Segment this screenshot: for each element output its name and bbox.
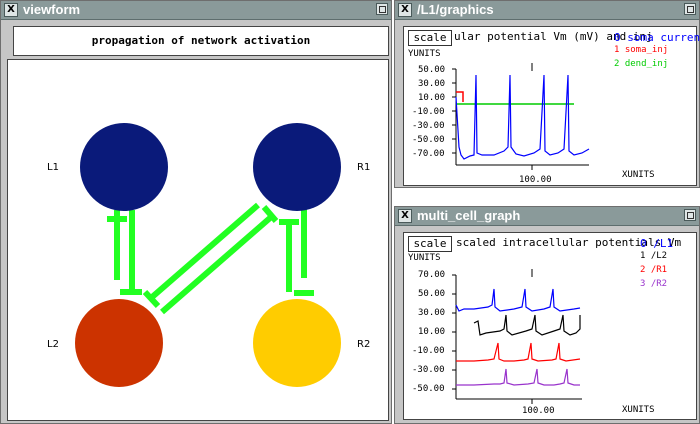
y-tick-label: -50.00 bbox=[412, 135, 445, 145]
y-tick-label: 50.00 bbox=[418, 289, 446, 299]
neuron-label-r2: R2 bbox=[357, 339, 371, 350]
legend-item: 1 /L2 bbox=[640, 251, 668, 261]
neuron-l2[interactable] bbox=[75, 299, 163, 387]
y-tick-label: 30.00 bbox=[418, 308, 446, 318]
y-tick-label: 10.00 bbox=[418, 327, 446, 337]
maximize-icon[interactable] bbox=[376, 3, 388, 15]
maximize-icon[interactable] bbox=[684, 209, 696, 221]
graph-panel: scale scaled intracellular potentials Vm… bbox=[403, 232, 697, 420]
trace-l1 bbox=[455, 288, 581, 312]
viewform-window: X viewform propagation of network activa… bbox=[0, 0, 392, 424]
legend-item: 3 /R2 bbox=[640, 279, 668, 289]
graph-title: ular potential Vm (mV) and inj bbox=[454, 30, 653, 43]
graph-panel: scale ular potential Vm (mV) and inj 0 s… bbox=[403, 26, 700, 186]
neuron-r2[interactable] bbox=[253, 299, 341, 387]
network-diagram bbox=[75, 123, 341, 387]
trace-l2 bbox=[473, 314, 581, 336]
connection-l1-l2 bbox=[107, 210, 142, 295]
legend-item: 0 soma currents bbox=[614, 31, 700, 44]
x-units-label: XUNITS bbox=[622, 405, 655, 415]
y-tick-label: -30.00 bbox=[412, 121, 445, 131]
y-tick-label: -10.00 bbox=[412, 107, 445, 117]
network-canvas: L1 R1 L2 R2 bbox=[7, 59, 389, 421]
y-tick-label: -30.00 bbox=[412, 365, 445, 375]
neuron-label-l2: L2 bbox=[47, 339, 59, 350]
soma-currents-trace bbox=[455, 74, 590, 160]
y-tick-label: 10.00 bbox=[418, 93, 446, 103]
window-title: /L1/graphics bbox=[417, 2, 494, 17]
maximize-icon[interactable] bbox=[684, 3, 696, 15]
soma-inj-trace bbox=[456, 91, 464, 102]
x-units-label: XUNITS bbox=[622, 170, 655, 180]
legend-item: 2 dend_inj bbox=[614, 59, 669, 69]
y-units-label: YUNITS bbox=[408, 49, 441, 59]
neuron-label-l1: L1 bbox=[47, 162, 59, 173]
x-window-icon[interactable]: X bbox=[398, 3, 412, 17]
x-window-icon[interactable]: X bbox=[4, 3, 18, 17]
neuron-label-r1: R1 bbox=[357, 162, 371, 173]
y-tick-label: 50.00 bbox=[418, 65, 446, 75]
graphics-window: X /L1/graphics scale ular potential Vm (… bbox=[394, 0, 700, 188]
multi-cell-window: X multi_cell_graph scale scaled intracel… bbox=[394, 206, 700, 424]
y-tick-label: 70.00 bbox=[418, 270, 446, 280]
x-tick-label: 100.00 bbox=[519, 175, 552, 185]
window-title: multi_cell_graph bbox=[417, 208, 521, 223]
scale-button[interactable]: scale bbox=[408, 30, 452, 46]
connection-r1-r2 bbox=[279, 208, 314, 296]
y-tick-label: -50.00 bbox=[412, 384, 445, 394]
neuron-r1[interactable] bbox=[253, 123, 341, 211]
graph-title: scaled intracellular potentials Vm bbox=[456, 236, 682, 249]
x-tick-label: 100.00 bbox=[522, 406, 555, 416]
legend-item: 2 /R1 bbox=[640, 265, 668, 275]
legend-item: 0 /L1 bbox=[640, 237, 674, 250]
graphics-plot bbox=[452, 63, 590, 170]
y-units-label: YUNITS bbox=[408, 253, 441, 263]
graphics-titlebar[interactable]: X /L1/graphics bbox=[395, 1, 699, 20]
viewform-titlebar[interactable]: X viewform bbox=[1, 1, 391, 20]
legend-item: 1 soma_inj bbox=[614, 45, 669, 55]
y-tick-label: -10.00 bbox=[412, 346, 445, 356]
x-window-icon[interactable]: X bbox=[398, 209, 412, 223]
trace-r2 bbox=[456, 368, 580, 386]
neuron-l1[interactable] bbox=[80, 123, 168, 211]
trace-r1 bbox=[456, 342, 581, 362]
scale-button[interactable]: scale bbox=[408, 236, 452, 252]
window-title: viewform bbox=[23, 2, 81, 17]
y-tick-label: 30.00 bbox=[418, 79, 446, 89]
connection-r1-l2 bbox=[142, 202, 279, 315]
multi-cell-plot bbox=[452, 269, 582, 404]
multi-cell-titlebar[interactable]: X multi_cell_graph bbox=[395, 207, 699, 226]
y-tick-label: -70.00 bbox=[412, 149, 445, 159]
network-heading: propagation of network activation bbox=[13, 26, 389, 56]
